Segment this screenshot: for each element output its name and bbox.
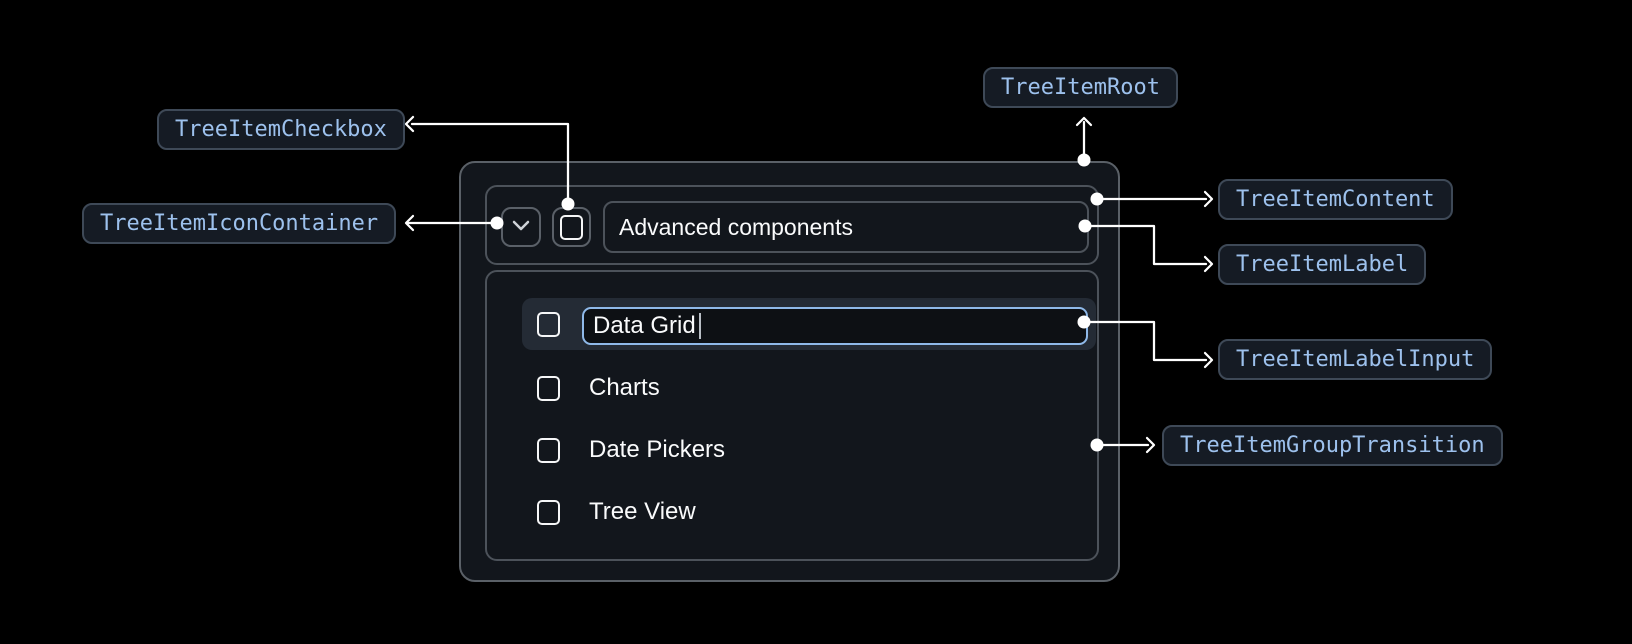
checkbox-unchecked-icon	[560, 214, 583, 240]
connector-tree-item-root	[1075, 116, 1093, 167]
annotation-badge-tree-item-root: TreeItemRoot	[983, 67, 1178, 108]
annotation-badge-tree-item-checkbox: TreeItemCheckbox	[157, 109, 405, 150]
annotation-text: TreeItemGroupTransition	[1180, 433, 1485, 458]
tree-row-date-pickers[interactable]: Date Pickers	[537, 436, 726, 463]
tree-item-content[interactable]: Advanced components	[485, 185, 1099, 265]
tree-item-label[interactable]: Advanced components	[603, 201, 1089, 253]
tree-row-label: Charts	[589, 374, 660, 401]
annotation-badge-tree-item-icon-container: TreeItemIconContainer	[82, 203, 397, 244]
checkbox-unchecked-icon[interactable]	[537, 499, 560, 525]
tree-row-data-grid[interactable]: Data Grid	[522, 298, 1096, 350]
text-caret	[698, 313, 701, 339]
tree-item-group-transition: Data Grid Charts Date Pickers Tree View	[485, 270, 1099, 561]
tree-row-charts[interactable]: Charts	[537, 374, 660, 401]
annotation-text: TreeItemCheckbox	[175, 117, 387, 142]
checkbox-unchecked-icon[interactable]	[537, 312, 560, 337]
tree-item-root: Advanced components Data Grid Charts Dat…	[459, 161, 1120, 582]
tree-item-checkbox[interactable]	[552, 207, 591, 247]
annotation-badge-tree-item-label: TreeItemLabel	[1218, 244, 1427, 285]
tree-row-label: Date Pickers	[589, 436, 726, 463]
tree-row-tree-view[interactable]: Tree View	[537, 498, 696, 525]
annotation-text: TreeItemRoot	[1001, 75, 1160, 100]
checkbox-unchecked-icon[interactable]	[537, 437, 560, 463]
label-input-value: Data Grid	[593, 312, 696, 339]
checkbox-unchecked-icon[interactable]	[537, 375, 560, 401]
tree-item-label-input[interactable]: Data Grid	[582, 307, 1088, 345]
annotation-badge-tree-item-label-input: TreeItemLabelInput	[1218, 339, 1493, 380]
annotation-text: TreeItemContent	[1236, 187, 1435, 212]
annotation-text: TreeItemIconContainer	[100, 211, 379, 236]
annotation-badge-tree-item-content: TreeItemContent	[1218, 179, 1453, 220]
chevron-down-icon	[512, 218, 530, 236]
tree-item-icon-container[interactable]	[501, 207, 541, 247]
tree-row-label: Tree View	[589, 498, 696, 525]
parent-label-text: Advanced components	[619, 213, 853, 240]
annotation-text: TreeItemLabel	[1236, 252, 1409, 277]
annotation-text: TreeItemLabelInput	[1236, 347, 1475, 372]
annotation-badge-tree-item-group-transition: TreeItemGroupTransition	[1162, 425, 1503, 466]
